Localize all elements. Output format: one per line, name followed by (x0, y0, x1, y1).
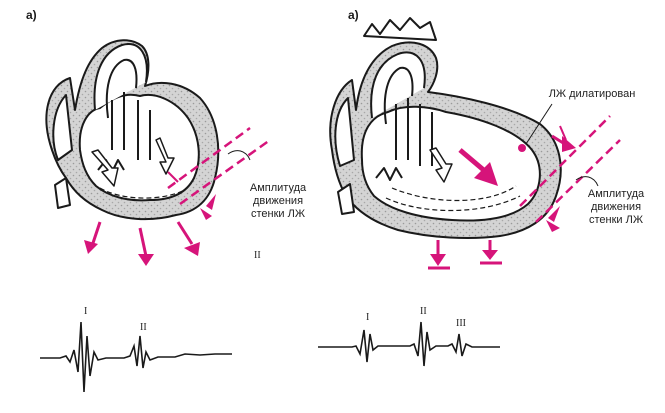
right-ecg-label-3: III (456, 318, 466, 329)
right-ecg-trace (318, 321, 500, 367)
right-amplitude-line1: Амплитуда (587, 188, 645, 200)
left-amplitude-markers (84, 126, 271, 266)
left-amplitude-line2: движения (252, 195, 304, 207)
left-ecg-label-1: I (84, 306, 88, 317)
left-amplitude-line3: стенки ЛЖ (251, 208, 305, 220)
left-amplitude-label: Амплитуда движения стенки ЛЖ (232, 182, 324, 221)
right-amplitude-markers (428, 115, 621, 270)
right-heart (329, 17, 562, 239)
left-ecg-trace (40, 321, 232, 393)
left-panel-letter: а) (26, 8, 37, 22)
right-amplitude-line2: движения (590, 201, 642, 213)
right-panel-letter: а) (348, 8, 359, 22)
dilated-label: ЛЖ дилатирован (548, 88, 636, 100)
right-ecg-label-2: II (420, 306, 427, 317)
right-leader-dilated (525, 103, 553, 145)
left-ecg-label-2: II (140, 322, 147, 333)
left-amplitude-line1: Амплитуда (249, 182, 307, 194)
left-heart (45, 39, 220, 221)
right-amplitude-line3: стенки ЛЖ (589, 214, 643, 226)
right-leader-amplitude (575, 176, 599, 187)
left-leader-line (227, 150, 251, 161)
left-marker-label: II (254, 250, 261, 261)
right-ecg-label-1: I (366, 312, 370, 323)
right-amplitude-label: Амплитуда движения стенки ЛЖ (572, 188, 660, 227)
